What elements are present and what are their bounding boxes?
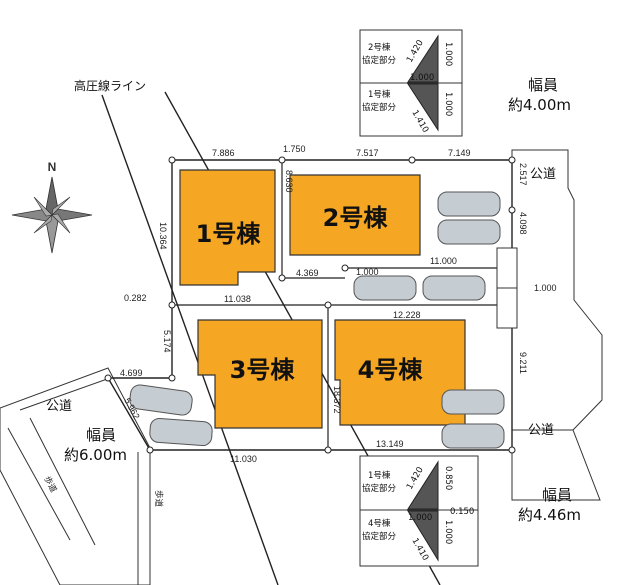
dim-east-4: 9.211 [518,352,528,374]
west-road-width-value: 約6.00m [64,446,127,464]
detail-top-dim-3: 1.000 [443,92,453,116]
west-road-line-3 [29,417,96,546]
building-1-label: 1号棟 [196,220,262,248]
detail-bottom-dim-2: 0.150 [450,507,474,517]
detail-top-dim-1: 1.000 [443,42,453,66]
detail-bottom-dim-4: 1.000 [443,520,453,544]
dim-left-1: 10.364 [158,222,168,250]
building-2 [289,174,421,256]
southeast-road-label: 公道 [528,423,554,438]
building-3-label: 3号棟 [230,356,296,384]
car-5 [441,389,505,415]
east-road [511,149,603,431]
car-8 [149,417,213,447]
dim-top-2: 1.750 [283,144,306,154]
dim-bottom-2: 13.149 [376,439,404,449]
dim-mid-2: 4.369 [296,268,319,278]
power-line-label: 高圧線ライン [74,78,146,93]
southeast-road [511,429,601,501]
detail-bottom-upper-label-2: 協定部分 [362,483,397,494]
dim-mid-5: 11.038 [224,294,251,304]
dim-top-3: 7.517 [356,148,379,158]
building-4-label: 4号棟 [358,356,424,384]
detail-top-upper-label-1: 2号棟 [368,42,391,53]
detail-box-top [359,29,463,137]
compass-rose-icon [11,176,93,254]
sidewalk-right-label: 歩道 [153,490,164,508]
dim-east-3: 1.000 [534,283,557,293]
detail-bottom-upper-label-1: 1号棟 [368,470,391,481]
southeast-road-width-title: 幅員 [542,486,572,504]
dim-top-1: 7.886 [212,148,235,158]
car-3 [353,275,417,301]
dim-bottom-1: 11.030 [230,454,257,464]
west-road-width-title: 幅員 [86,426,116,444]
car-4 [422,275,486,301]
dim-mid-3: 1.000 [356,267,379,277]
dim-top-4: 7.149 [448,148,471,158]
car-6 [441,423,505,449]
west-road-line-1 [19,377,111,411]
building-1 [179,169,276,286]
east-road-width-value: 約4.00m [508,96,571,114]
detail-bottom-lower-label-1: 4号棟 [368,518,391,529]
car-1 [437,191,501,217]
building-2-label: 2号棟 [323,204,389,232]
detail-top-dim-2: 1.000 [410,73,434,83]
east-road-label: 公道 [530,167,556,182]
building-4 [334,319,466,426]
detail-box-bottom [359,455,479,567]
detail-bottom-lower-label-2: 協定部分 [362,531,397,542]
west-road-label: 公道 [46,399,72,414]
dim-left-3: 5.174 [162,330,172,353]
dim-mid-4: 11.000 [430,256,457,266]
dim-mid-6: 12.228 [393,310,421,320]
compass-north-label: N [48,160,57,174]
detail-top-lower-label-2: 協定部分 [362,102,397,113]
dim-mid-1: 8.630 [284,170,294,193]
dim-left-2: 0.282 [124,293,147,303]
power-line-a [101,94,279,585]
car-2 [437,219,501,245]
dim-east-2: 4.098 [518,212,528,235]
west-road [0,367,151,585]
detail-top-lower-label-1: 1号棟 [368,89,391,100]
detail-top-upper-label-2: 協定部分 [362,55,397,66]
east-road-width-title: 幅員 [528,76,558,94]
west-road-line-2 [7,427,71,541]
parking-cars [129,191,505,449]
dim-east-1: 2.517 [518,163,528,186]
car-7 [129,384,193,416]
detail-bottom-dim-3: 1.000 [408,513,432,523]
building-3 [197,319,323,429]
detail-bottom-dim-1: 0.850 [443,466,453,490]
dim-lower-1: 4.699 [120,368,143,378]
dim-lower-3: 18.372 [332,386,342,414]
southeast-road-width-value: 約4.46m [518,506,581,524]
